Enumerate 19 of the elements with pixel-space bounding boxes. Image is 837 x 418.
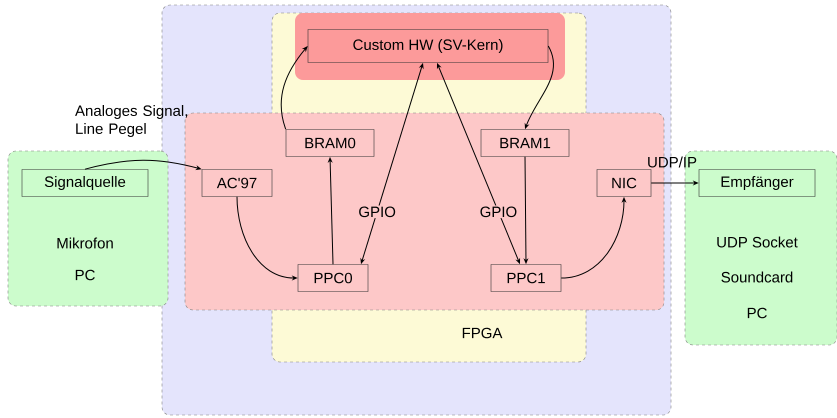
process-box: BRAM1	[480, 129, 570, 157]
group-label: Soundcard	[721, 272, 792, 282]
process-box: AC'97	[202, 169, 272, 197]
group-label: PC	[748, 308, 767, 318]
process-box: Empfänger	[698, 169, 816, 197]
edge-label: UDP/IP	[648, 156, 696, 168]
process-box: BRAM0	[286, 129, 374, 157]
process-box: NIC	[596, 169, 652, 197]
process-box: Custom HW (SV-Kern)	[308, 29, 548, 63]
group-label: Mikrofon	[57, 238, 113, 248]
edge-label: GPIO	[478, 206, 518, 218]
process-box: PPC1	[490, 264, 562, 292]
process-box: Signalquelle	[22, 169, 148, 197]
group-label: PC	[76, 270, 95, 280]
group-label: FPGA	[462, 328, 502, 338]
edge-label: GPIO	[357, 206, 397, 218]
edge-label: Analoges Signal, Line Pegel	[75, 105, 188, 137]
process-box: PPC0	[298, 264, 368, 292]
group-label: UDP Socket	[717, 236, 798, 248]
